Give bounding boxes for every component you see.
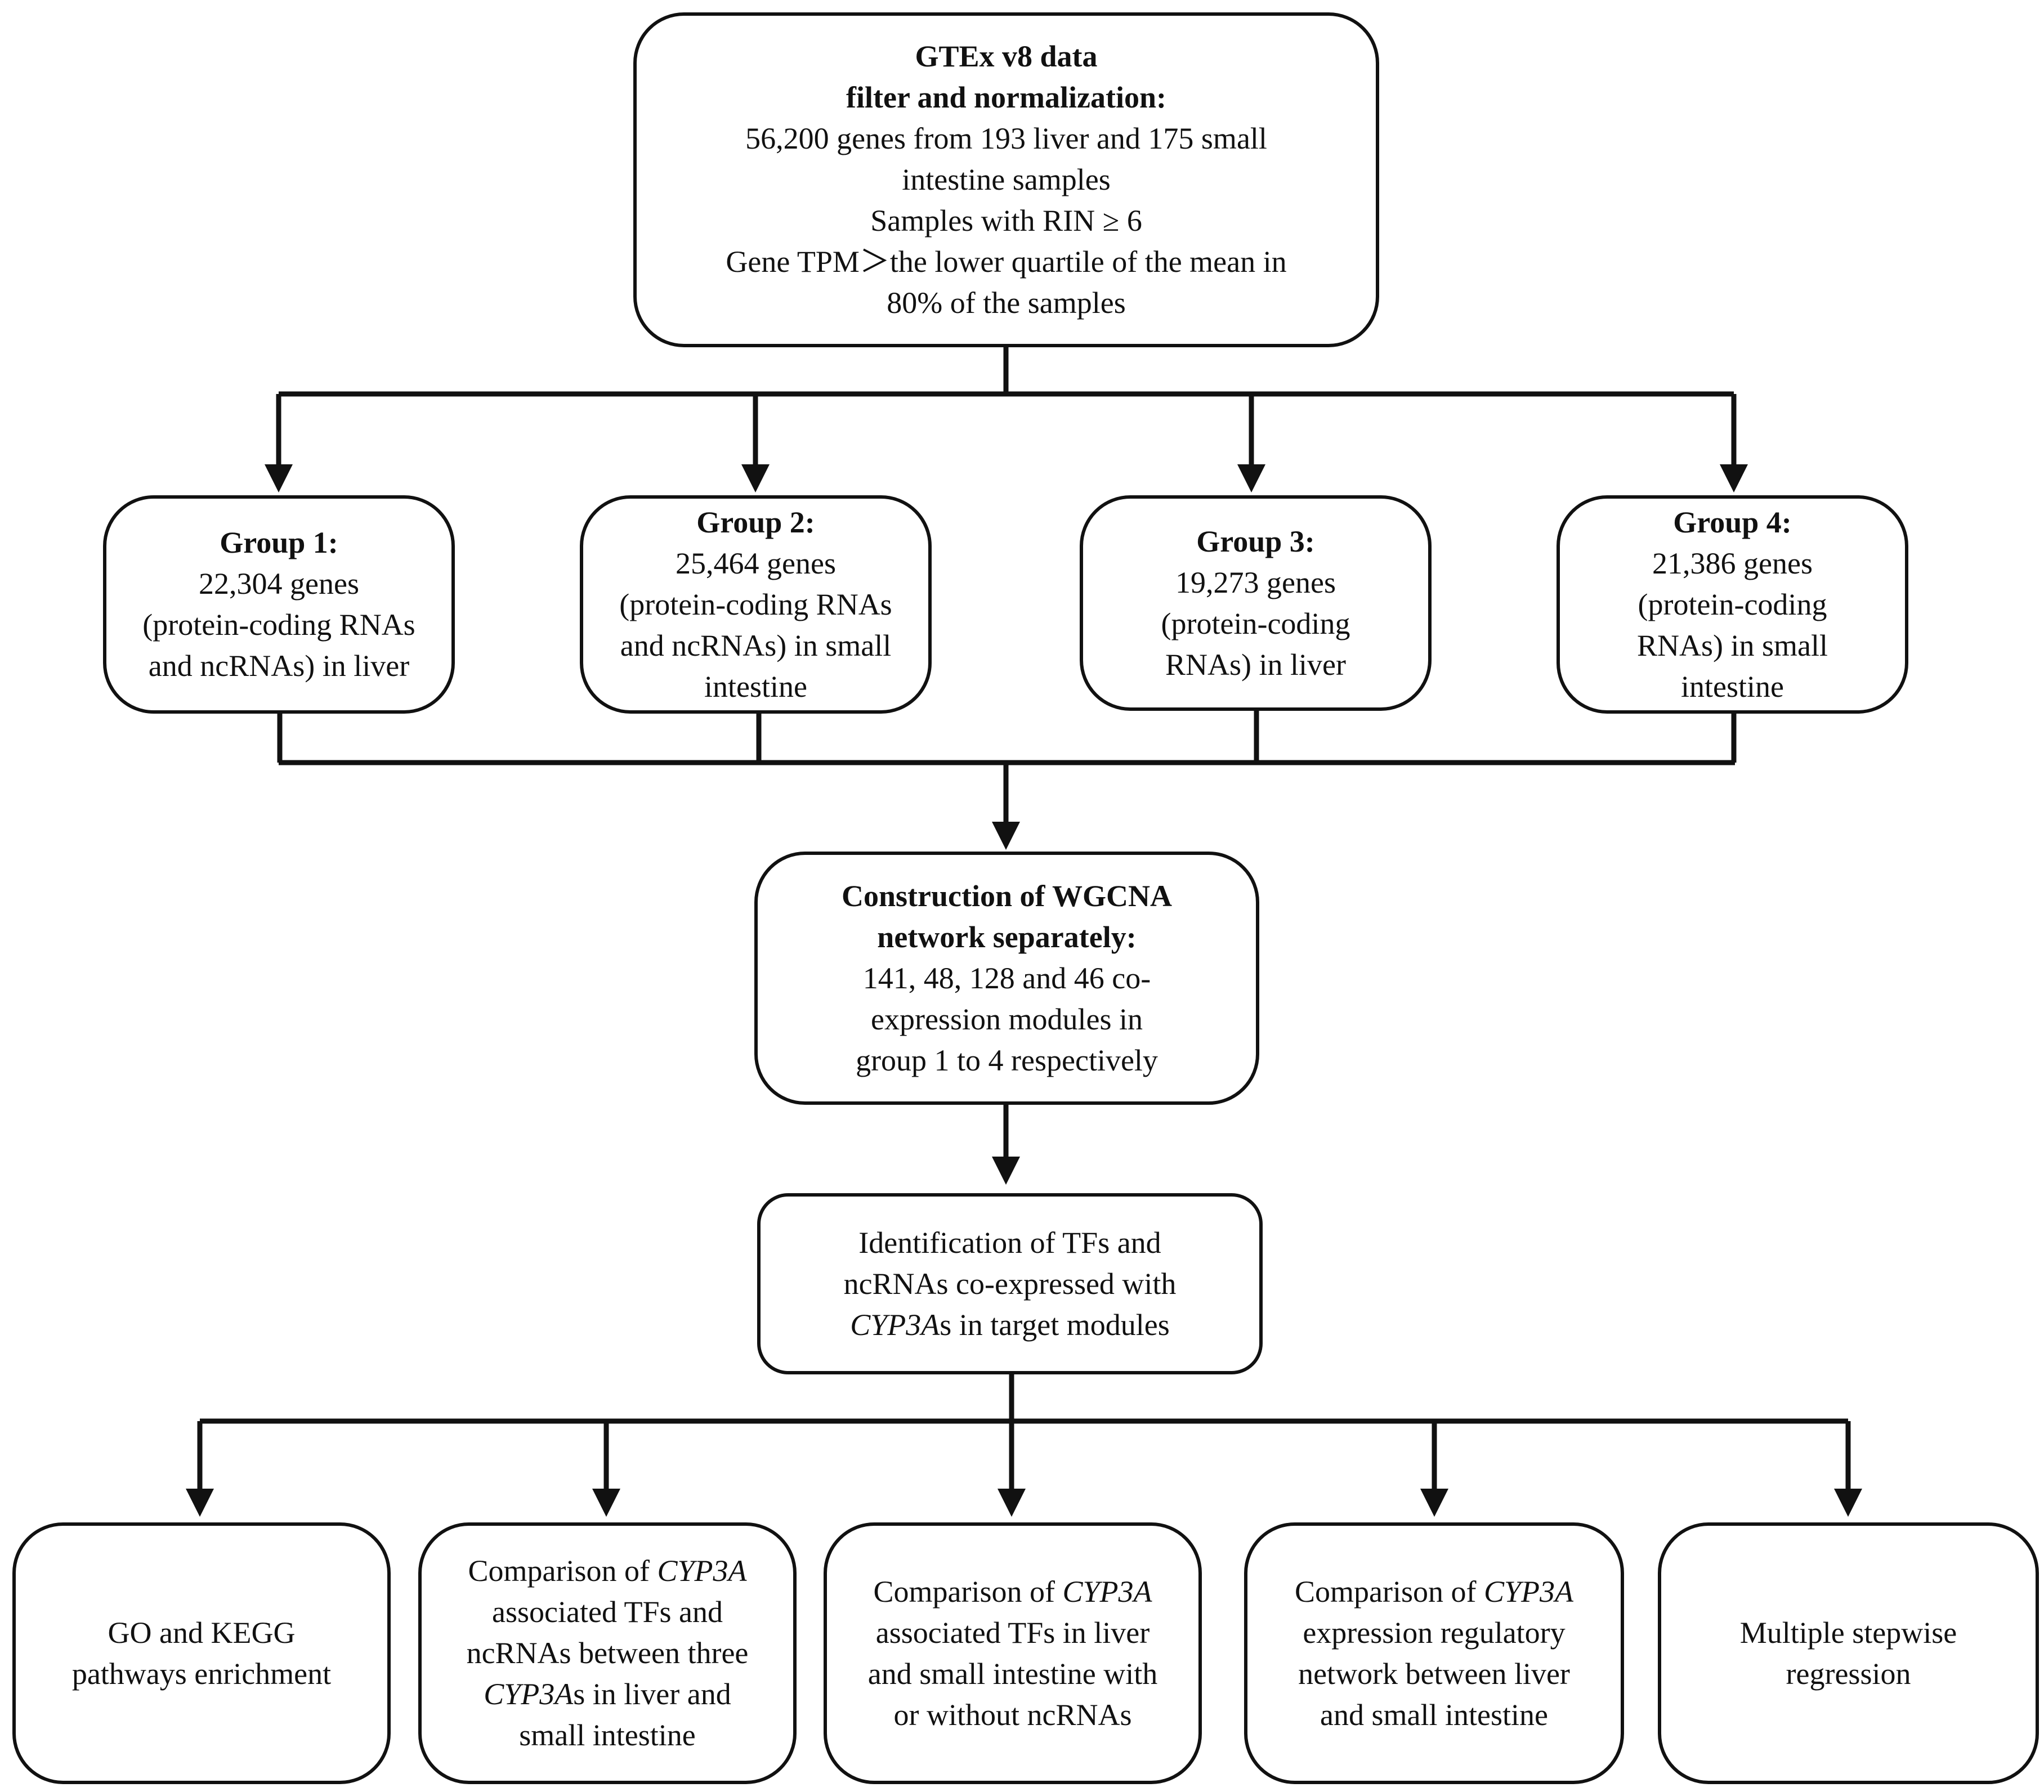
arrowhead	[1237, 464, 1265, 492]
group-2-title: Group 2:	[696, 505, 815, 539]
group-4-box: Group 4: 21,386 genes (protein-coding RN…	[1557, 495, 1908, 714]
group-4-line-4: intestine	[1681, 669, 1784, 704]
group-1-box: Group 1: 22,304 genes (protein-coding RN…	[103, 495, 455, 714]
gtex-text-line-5: 80% of the samples	[887, 286, 1126, 320]
comparison-3-line-2: expression regulatory	[1303, 1615, 1566, 1650]
group-4-title: Group 4:	[1673, 505, 1792, 539]
arrowhead	[1420, 1489, 1448, 1517]
comparison-network-box: Comparison of CYP3A expression regulator…	[1244, 1522, 1624, 1784]
comparison-2-line-3: and small intestine with	[867, 1656, 1158, 1691]
gtex-title-line-1: GTEx v8 data	[915, 39, 1098, 73]
group-2-line-2: (protein-coding RNAs	[619, 587, 892, 621]
group-2-box: Group 2: 25,464 genes (protein-coding RN…	[580, 495, 932, 714]
comparison-2-line-4: or without ncRNAs	[893, 1697, 1132, 1732]
comparison-ncrnas-box: Comparison of CYP3A associated TFs in li…	[824, 1522, 1202, 1784]
wgcna-line-1: 141, 48, 128 and 46 co-	[862, 961, 1151, 995]
regression-line-2: regression	[1786, 1656, 1911, 1691]
group-3-line-1: 19,273 genes	[1175, 565, 1336, 599]
group-4-line-3: RNAs) in small	[1636, 628, 1828, 662]
stepwise-regression-box: Multiple stepwise regression	[1658, 1522, 2039, 1784]
group-1-line-1: 22,304 genes	[199, 567, 359, 601]
comparison-3-line-4: and small intestine	[1320, 1697, 1548, 1732]
arrowhead	[1720, 464, 1748, 492]
group-1-title: Group 1:	[220, 526, 338, 559]
group-3-line-3: RNAs) in liver	[1165, 647, 1346, 682]
group-3-line-2: (protein-coding	[1161, 606, 1350, 640]
group-2-line-4: intestine	[704, 669, 807, 704]
arrowhead	[265, 464, 293, 492]
group-3-box: Group 3: 19,273 genes (protein-coding RN…	[1080, 495, 1432, 711]
identification-line-2: ncRNAs co-expressed with	[843, 1266, 1177, 1301]
arrowheads	[186, 464, 1862, 1517]
wgcna-box: Construction of WGCNA network separately…	[754, 852, 1259, 1105]
comparison-2-line-2: associated TFs in liver	[875, 1615, 1150, 1650]
wgcna-line-3: group 1 to 4 respectively	[856, 1043, 1158, 1077]
wgcna-line-2: expression modules in	[871, 1002, 1143, 1036]
gtex-text-line-1: 56,200 genes from 193 liver and 175 smal…	[745, 122, 1267, 155]
identification-box: Identification of TFs and ncRNAs co-expr…	[757, 1193, 1263, 1374]
arrowhead	[992, 822, 1020, 850]
gtex-title-line-2: filter and normalization:	[846, 80, 1166, 114]
identification-line-1: Identification of TFs and	[858, 1225, 1161, 1260]
arrowhead	[992, 1157, 1020, 1185]
group-1-line-2: (protein-coding RNAs	[142, 608, 415, 642]
go-kegg-line-2: pathways enrichment	[71, 1656, 332, 1691]
comparison-3-line-1: Comparison of CYP3A	[1294, 1574, 1573, 1609]
comparison-1-line-4: CYP3As in liver and	[484, 1677, 731, 1711]
go-kegg-line-1: GO and KEGG	[108, 1615, 296, 1650]
gtex-text-line-4: Gene TPM＞the lower quartile of the mean …	[726, 245, 1287, 279]
arrowhead	[186, 1489, 214, 1517]
comparison-1-line-1: Comparison of CYP3A	[468, 1554, 747, 1588]
comparison-1-line-5: small intestine	[519, 1718, 696, 1752]
arrowhead	[998, 1489, 1026, 1517]
wgcna-title-line-1: Construction of WGCNA	[841, 879, 1172, 913]
comparison-1-line-2: associated TFs and	[492, 1595, 723, 1629]
comparison-3-line-3: network between liver	[1298, 1656, 1570, 1691]
group-2-line-3: and ncRNAs) in small	[620, 628, 892, 662]
gtex-text-line-2: intestine samples	[902, 163, 1111, 196]
comparison-1-line-3: ncRNAs between three	[466, 1636, 749, 1670]
comparison-three-cyp3as-box: Comparison of CYP3A associated TFs and n…	[418, 1522, 797, 1784]
group-4-line-2: (protein-coding	[1638, 587, 1827, 621]
gtex-data-box: GTEx v8 data filter and normalization: 5…	[633, 12, 1379, 347]
group-1-line-3: and ncRNAs) in liver	[148, 649, 410, 683]
identification-line-3: CYP3As in target modules	[850, 1307, 1170, 1342]
group-4-line-1: 21,386 genes	[1652, 546, 1813, 580]
arrowhead	[592, 1489, 620, 1517]
regression-line-1: Multiple stepwise	[1739, 1615, 1957, 1650]
wgcna-title-line-2: network separately:	[877, 920, 1137, 954]
go-kegg-box: GO and KEGG pathways enrichment	[12, 1522, 391, 1784]
comparison-2-line-1: Comparison of CYP3A	[873, 1574, 1152, 1609]
arrowhead	[741, 464, 770, 492]
group-3-title: Group 3:	[1196, 524, 1315, 558]
arrowhead	[1834, 1489, 1862, 1517]
group-2-line-1: 25,464 genes	[676, 546, 836, 580]
gtex-text-line-3: Samples with RIN ≥ 6	[870, 204, 1142, 238]
